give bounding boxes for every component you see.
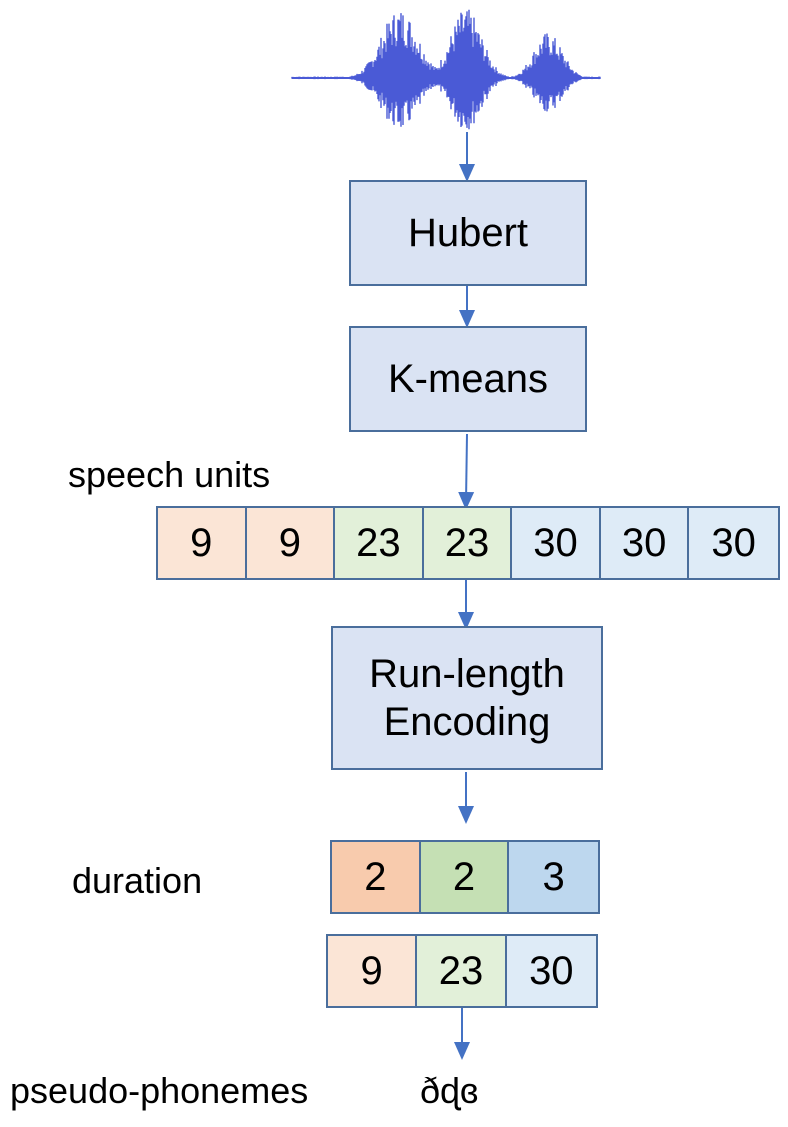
speech-unit-cell: 30: [512, 508, 601, 578]
duration-cell: 3: [509, 842, 598, 912]
deduplicated-unit-cell: 30: [506, 936, 596, 1006]
deduplicated-unit-cell: 23: [417, 936, 507, 1006]
speech-unit-cell: 30: [689, 508, 778, 578]
hubert-label: Hubert: [407, 211, 529, 255]
speech-unit-cell: 9: [246, 508, 336, 578]
arrow-kmeans-to-units: [458, 433, 475, 510]
run-length-encoding-box: Run-length Encoding: [331, 626, 603, 770]
speech-unit-cell: 23: [423, 508, 513, 578]
duration-cell: 2: [420, 842, 510, 912]
kmeans-label: K-means: [387, 357, 549, 401]
duration-label: duration: [72, 860, 203, 901]
pseudo-phonemes-label: pseudo-phonemes: [10, 1070, 309, 1111]
waveform-icon: [291, 9, 601, 130]
speech-units-label: speech units: [68, 454, 271, 495]
waveform-path: [291, 9, 601, 130]
hubert-box: Hubert: [349, 180, 587, 286]
speech-unit-cell: 23: [335, 508, 424, 578]
duration-cell: 2: [332, 842, 421, 912]
kmeans-box: K-means: [349, 326, 587, 432]
speech-unit-cell: 9: [158, 508, 247, 578]
pseudo-phoneme-symbols: ðɖɞ: [420, 1070, 479, 1111]
rle-label-line1: Run-length: [369, 652, 565, 696]
rle-label-line2: Encoding: [383, 700, 551, 744]
speech-unit-cell: 30: [600, 508, 690, 578]
deduplicated-unit-cell: 9: [328, 936, 418, 1006]
